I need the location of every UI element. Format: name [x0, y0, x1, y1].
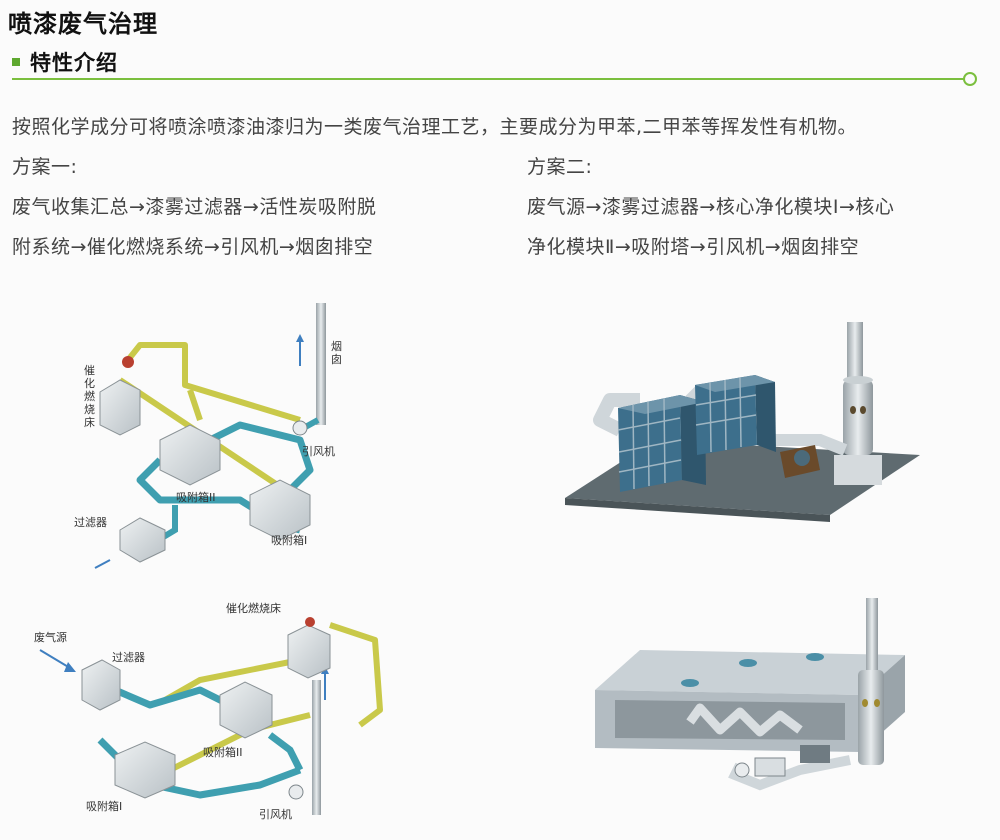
plan1-line1: 废气收集汇总→漆雾过滤器→活性炭吸附脱 — [12, 196, 377, 218]
diagram2-waste-gas-source-label: 废气源 — [34, 631, 67, 644]
diagram2-filter-label: 过滤器 — [112, 651, 145, 664]
diagram3-system — [39, 617, 383, 815]
intro-paragraph: 按照化学成分可将喷涂喷漆油漆归为一类废气治理工艺，主要成分为甲苯,二甲苯等挥发性… — [12, 116, 858, 138]
diagram2-fan-label: 引风机 — [259, 808, 292, 821]
section-title: 特性介绍 — [30, 51, 118, 75]
plan1-line2: 附系统→催化燃烧系统→引风机→烟囱排空 — [12, 236, 374, 258]
diagram1-fan-label: 引风机 — [302, 445, 335, 458]
plan2-line2: 净化模块Ⅱ→吸附塔→引风机→烟囱排空 — [527, 236, 860, 258]
diagram4-plant — [595, 598, 905, 791]
bullet-square-icon — [12, 58, 20, 66]
divider-line — [12, 78, 964, 80]
diagram1-filter-label: 过滤器 — [74, 516, 107, 529]
diagram2-plant — [565, 322, 920, 522]
plan2-heading: 方案二: — [527, 156, 593, 178]
diagram1-catalytic-bed-label: 催化燃烧床 — [84, 364, 95, 429]
page-title: 喷漆废气治理 — [8, 10, 158, 38]
diagram1-chimney-shape — [316, 303, 326, 425]
diagram1-adsorber2-label: 吸附箱II — [176, 491, 216, 504]
plan2-line1: 废气源→漆雾过滤器→核心净化模块Ⅰ→核心 — [527, 196, 895, 218]
diagram2-adsorber2-label: 吸附箱II — [203, 746, 243, 759]
diagram2-catalytic-bed-label: 催化燃烧床 — [226, 602, 281, 615]
plan1-heading: 方案一: — [12, 156, 78, 178]
diagram1-chimney-label: 烟囱 — [331, 340, 342, 366]
divider-end-circle-icon — [963, 72, 977, 86]
diagram1-system — [94, 303, 326, 569]
diagram1-adsorber1-label: 吸附箱I — [271, 534, 308, 547]
diagram2-adsorber1-label: 吸附箱I — [86, 800, 123, 813]
section-header: 特性介绍 — [12, 47, 118, 77]
